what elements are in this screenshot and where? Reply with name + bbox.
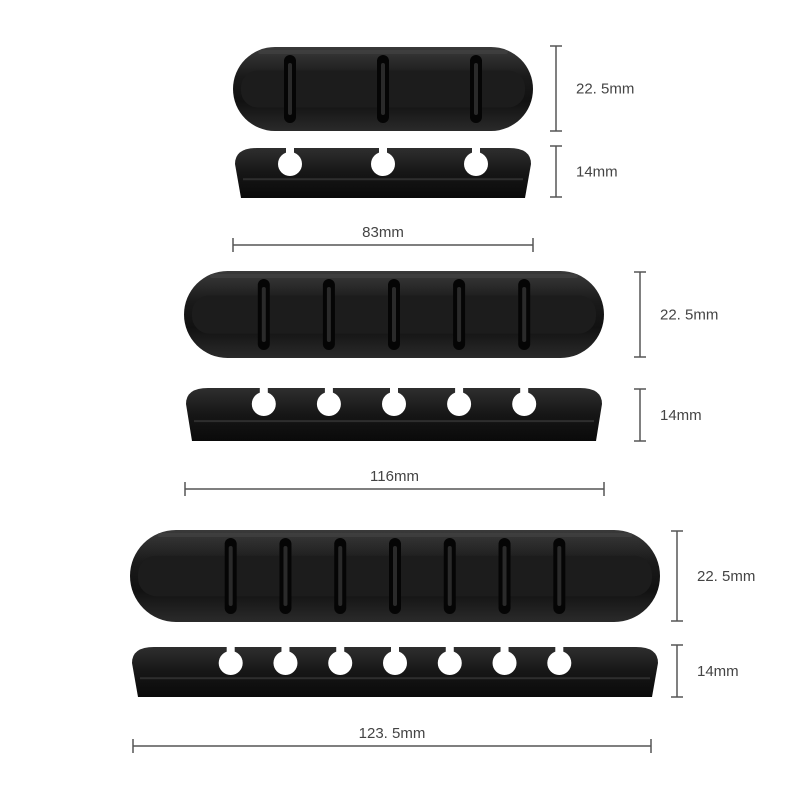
cable-slot xyxy=(443,538,456,614)
cable-slot xyxy=(470,55,482,123)
cable-slot xyxy=(377,55,389,123)
cable-slot xyxy=(498,538,511,614)
cable-slot xyxy=(224,538,237,614)
cable-slot xyxy=(279,538,292,614)
height-label: 22. 5mm xyxy=(697,568,755,585)
length-label: 83mm xyxy=(362,224,404,241)
clip-edge-line xyxy=(140,677,650,680)
clip-top-view xyxy=(130,530,660,622)
thickness-dimension: 14mm xyxy=(550,145,618,198)
clip-side-view xyxy=(186,385,602,441)
clip-side-view xyxy=(235,145,531,198)
cable-hole xyxy=(382,385,406,416)
cable-hole xyxy=(447,385,472,416)
height-dimension: 22. 5mm xyxy=(671,530,755,622)
height-dimension: 22. 5mm xyxy=(634,271,718,358)
product-3-slot: 22. 5mm 14mm 83mm xyxy=(232,45,634,252)
cable-hole xyxy=(437,644,462,675)
cable-slot xyxy=(257,279,270,350)
cable-hole xyxy=(512,385,537,416)
clip-highlight xyxy=(210,274,578,278)
length-dimension: 123. 5mm xyxy=(132,725,652,753)
cable-hole xyxy=(328,644,353,675)
length-dimension: 83mm xyxy=(232,224,534,252)
cable-hole xyxy=(278,145,302,176)
cable-hole xyxy=(383,644,407,675)
thickness-dimension: 14mm xyxy=(671,644,739,698)
cable-slot xyxy=(322,279,335,350)
height-label: 22. 5mm xyxy=(576,81,634,98)
cable-slot xyxy=(389,538,401,614)
clip-edge-line xyxy=(194,420,594,423)
thickness-label: 14mm xyxy=(697,663,739,680)
product-7-slot: 22. 5mm 14mm 123. 5mm xyxy=(130,530,755,753)
cable-hole xyxy=(492,644,517,675)
clip-top-view xyxy=(184,271,604,358)
length-label: 116mm xyxy=(370,468,419,485)
length-dimension: 116mm xyxy=(184,468,605,496)
clip-top-view xyxy=(233,47,533,131)
clip-highlight xyxy=(258,50,508,54)
clip-highlight xyxy=(157,533,633,537)
cable-slot xyxy=(553,538,566,614)
cable-slot xyxy=(453,279,466,350)
thickness-label: 14mm xyxy=(576,164,618,181)
cable-hole xyxy=(464,145,488,176)
cable-hole xyxy=(251,385,276,416)
cable-hole xyxy=(371,145,395,176)
cable-slot xyxy=(388,279,400,350)
cable-slot xyxy=(284,55,296,123)
thickness-label: 14mm xyxy=(660,407,702,424)
cable-hole xyxy=(273,644,298,675)
cable-hole xyxy=(218,644,243,675)
height-label: 22. 5mm xyxy=(660,307,718,324)
length-label: 123. 5mm xyxy=(359,725,426,742)
thickness-dimension: 14mm xyxy=(634,388,702,442)
clip-edge-line xyxy=(243,178,523,181)
height-dimension: 22. 5mm xyxy=(550,45,634,132)
cable-hole xyxy=(547,644,572,675)
cable-slot xyxy=(518,279,531,350)
cable-slot xyxy=(334,538,347,614)
clip-side-view xyxy=(132,644,658,697)
product-5-slot: 22. 5mm 14mm 116mm xyxy=(184,271,718,496)
cable-hole xyxy=(316,385,341,416)
